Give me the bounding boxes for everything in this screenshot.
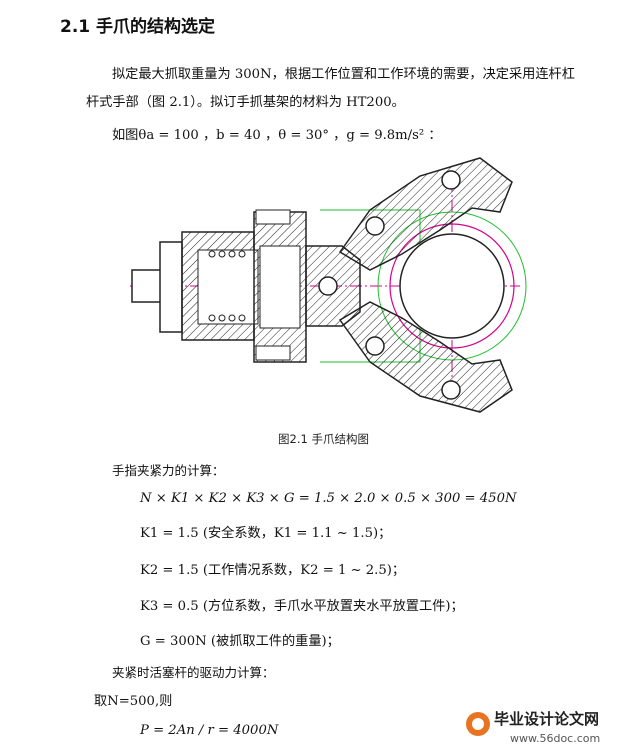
equation-drive-force: P = 2An / r = 4000N	[140, 723, 279, 738]
k2-definition: K2 = 1.5 (工作情况系数，K2 = 1 ~ 2.5)；	[140, 563, 406, 578]
section-heading: 2.1 手爪的结构选定	[60, 17, 216, 37]
g-definition: G = 300N (被抓取工件的重量)；	[140, 634, 340, 649]
para1-line2: 杆式手部（图 2.1）。拟订手抓基架的材料为 HT200。	[86, 95, 405, 110]
figure-caption: 图2.1 手爪结构图	[278, 432, 369, 446]
equation-clamping-force: N × K1 × K2 × K3 × G = 1.5 × 2.0 × 0.5 ×…	[140, 491, 517, 506]
watermark-text-cn: 毕业设计论文网	[494, 710, 599, 728]
k1-definition: K1 = 1.5 (安全系数，K1 = 1.1 ~ 1.5)；	[140, 526, 392, 541]
watermark-url: www.56doc.com	[510, 732, 600, 745]
para1-line1: 拟定最大抓取重量为 300N，根据工作位置和工作环境的需要，决定采用连杆杠	[112, 67, 575, 82]
force-calc-title: 手指夹紧力的计算：	[112, 463, 225, 478]
drive-force-title: 夹紧时活塞杆的驱动力计算：	[112, 665, 275, 680]
watermark-logo: 毕业设计论文网 www.56doc.com	[464, 704, 629, 750]
k3-definition: K3 = 0.5 (方位系数，手爪水平放置夹水平放置工件)；	[140, 599, 464, 614]
params-line: 如图θa = 100 ，b = 40 ，θ = 30° ，g = 9.8m/s²…	[112, 128, 442, 143]
take-n-line: 取N=500,则	[94, 694, 173, 709]
gripper-drawing	[130, 157, 527, 413]
